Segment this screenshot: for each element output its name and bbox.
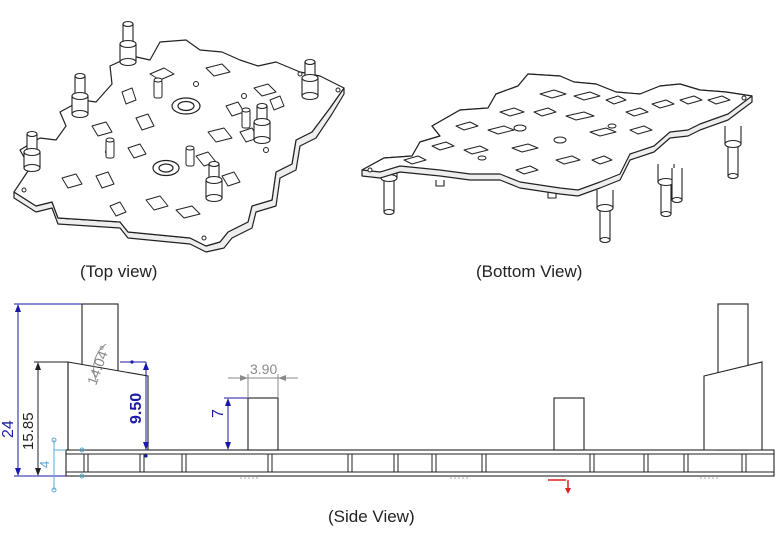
top-view-caption: (Top view) [80, 262, 158, 281]
dim-post-height: 15.85 [20, 412, 37, 450]
bottom-view-drawing [361, 73, 753, 244]
dim-block-height: 9.50 [128, 393, 145, 424]
dim-standoff-height: 7 [210, 409, 227, 418]
side-view-caption: (Side View) [328, 507, 415, 526]
dim-plate-thickness: 4 [37, 461, 52, 468]
dim-standoff-width: 3.90 [250, 361, 277, 377]
bottom-view-caption: (Bottom View) [476, 262, 583, 281]
dim-overall-height: 24 [0, 420, 17, 438]
dimension-lines [14, 303, 298, 493]
top-view-drawing [13, 20, 345, 253]
side-view-drawing [65, 303, 775, 479]
origin-marker [548, 479, 571, 494]
